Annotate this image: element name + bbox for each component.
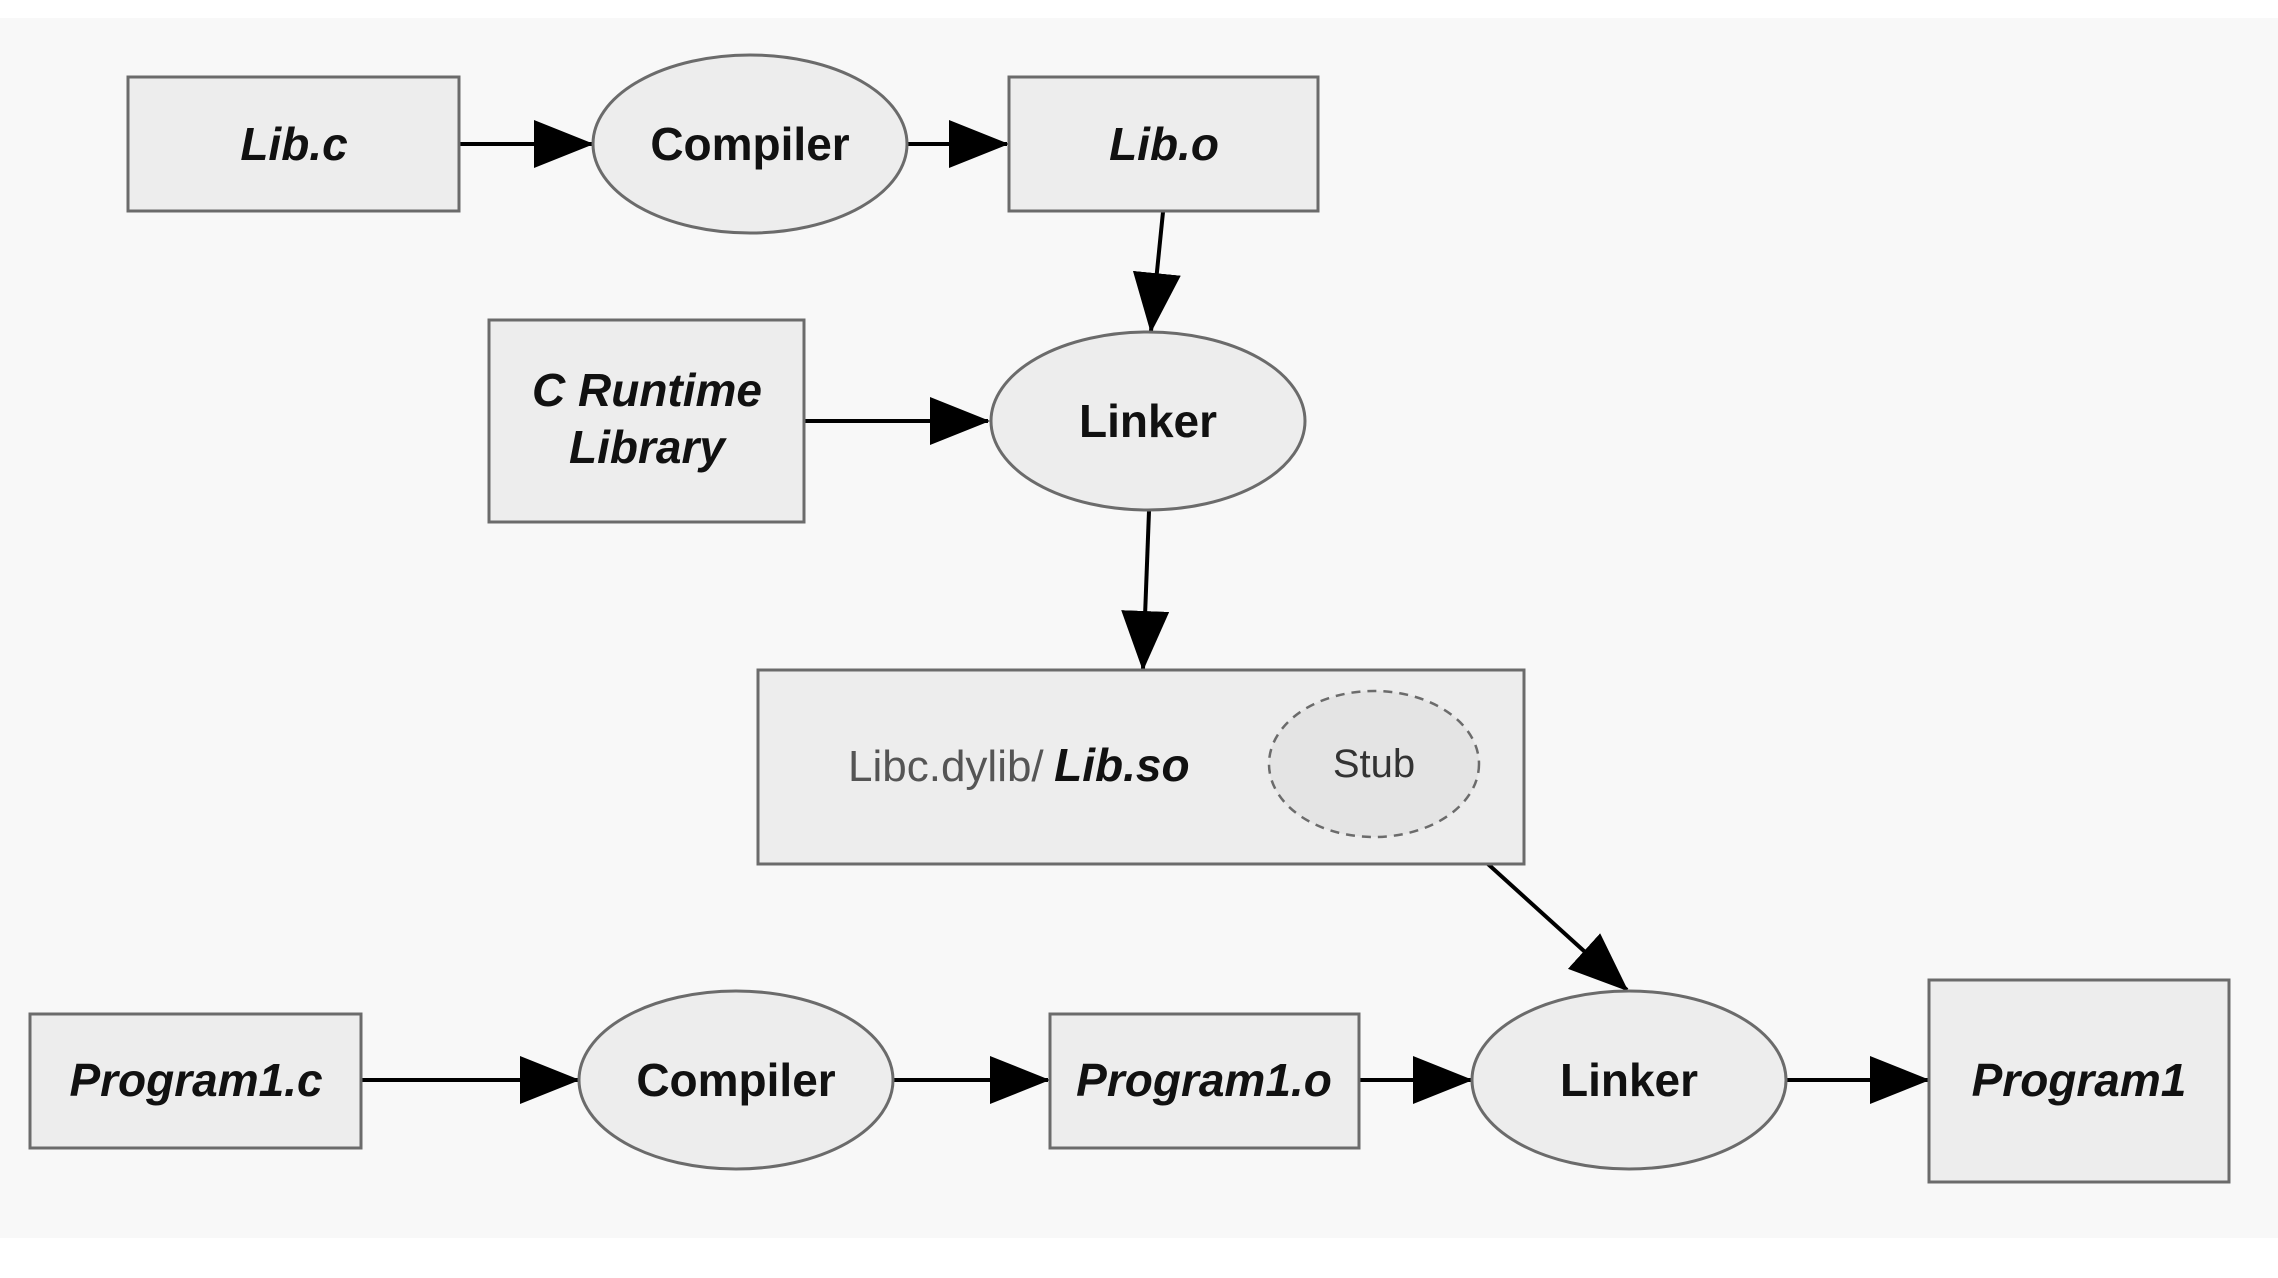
node-program1: Program1 — [1927, 978, 2231, 1184]
node-program1-o-label: Program1.o — [1076, 1054, 1332, 1106]
node-compiler-top: Compiler — [591, 53, 909, 235]
node-c-runtime-label-line1: C Runtime — [532, 364, 762, 416]
node-program1-c: Program1.c — [28, 1012, 363, 1150]
node-linker-top-label: Linker — [1079, 395, 1217, 447]
node-stub-label: Stub — [1333, 742, 1415, 786]
node-program1-label: Program1 — [1972, 1054, 2187, 1106]
node-linker-top: Linker — [989, 330, 1307, 512]
node-lib-o-label: Lib.o — [1109, 118, 1219, 170]
node-compiler-bottom: Compiler — [577, 989, 895, 1171]
node-program1-o: Program1.o — [1048, 1012, 1361, 1150]
edge-libo-to-linker — [1132, 211, 1181, 333]
shared-library-prefix: Libc.dylib/ — [848, 742, 1044, 791]
node-shared-library-label: Libc.dylib/ Lib.so — [848, 739, 1190, 791]
node-c-runtime-label-line2: Library — [569, 421, 727, 473]
node-linker-bottom-label: Linker — [1560, 1054, 1698, 1106]
node-compiler-top-label: Compiler — [650, 118, 849, 170]
node-compiler-bottom-label: Compiler — [636, 1054, 835, 1106]
node-lib-c: Lib.c — [126, 75, 461, 213]
node-linker-bottom: Linker — [1470, 989, 1788, 1171]
node-lib-o: Lib.o — [1007, 75, 1320, 213]
shared-library-name: Lib.so — [1054, 739, 1189, 791]
node-c-runtime-library: C Runtime Library — [487, 318, 806, 524]
node-lib-c-label: Lib.c — [240, 118, 347, 170]
edge-linker-to-sharedlib — [1121, 510, 1170, 671]
node-stub: Stub — [1267, 689, 1481, 839]
node-program1-c-label: Program1.c — [69, 1054, 322, 1106]
